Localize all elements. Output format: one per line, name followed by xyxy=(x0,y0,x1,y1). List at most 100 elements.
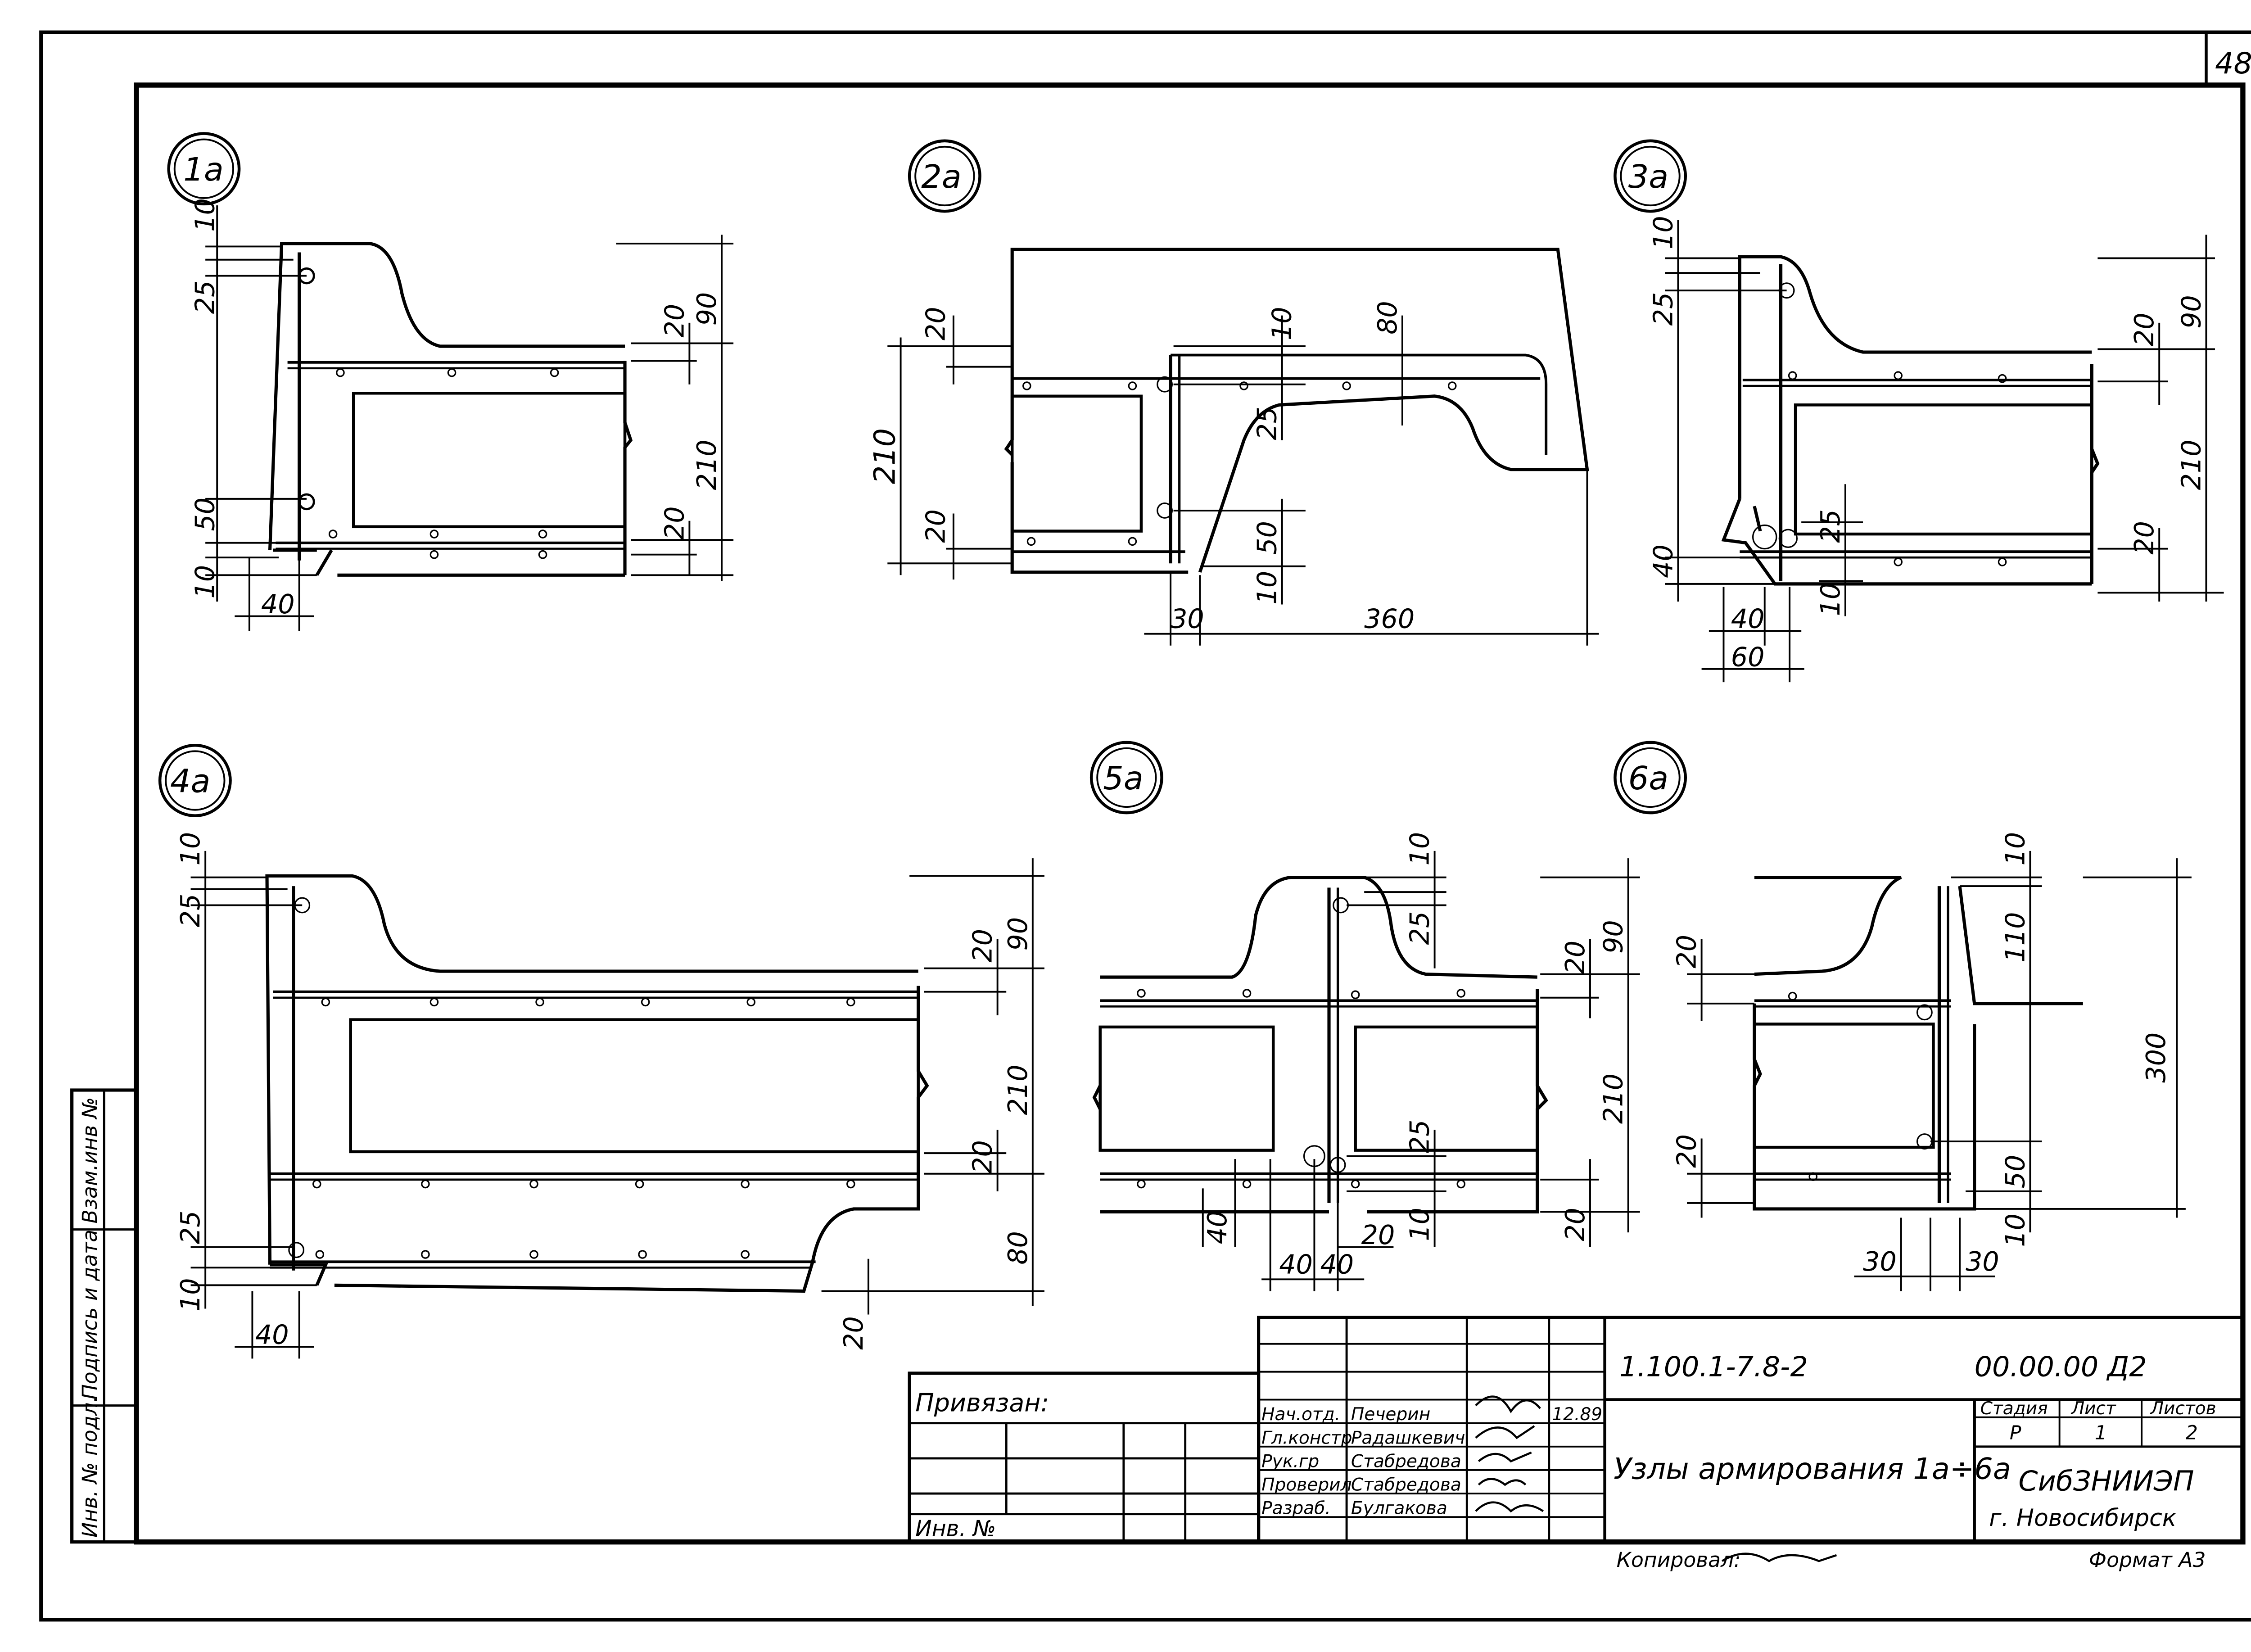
svg-text:360: 360 xyxy=(1364,604,1415,634)
org-name: СибЗНИИЭП xyxy=(2018,1465,2194,1498)
svg-text:25: 25 xyxy=(1648,292,1678,326)
detail-1a-label: 1а xyxy=(183,150,224,188)
detail-6a: 6а 10 110 50 10 300 20 20 30 30 xyxy=(1614,741,2192,1291)
side-stamp: Взам.инв № Подпись и дата Инв. № подл. xyxy=(70,1088,138,1544)
svg-text:60: 60 xyxy=(1731,642,1765,672)
detail-3a-label: 3а xyxy=(1628,158,1669,195)
detail-2a-marker xyxy=(908,139,981,213)
sheet-value: 1 xyxy=(2095,1422,2107,1444)
detail-1a-marker xyxy=(167,132,241,206)
org-city: г. Новосибирск xyxy=(1989,1505,2177,1532)
role-head-dept: Нач.отд. xyxy=(1261,1404,1340,1425)
svg-text:10: 10 xyxy=(1405,1208,1435,1241)
svg-text:10: 10 xyxy=(1815,583,1846,616)
detail-6a-marker xyxy=(1614,741,1687,815)
side-stamp-original-inv: Инв. № подл. xyxy=(78,1396,102,1538)
svg-text:40: 40 xyxy=(255,1320,289,1350)
svg-text:30: 30 xyxy=(1966,1246,1999,1277)
role-checked: Проверил xyxy=(1261,1475,1352,1495)
name-head-dept: Печерин xyxy=(1351,1404,1430,1425)
svg-text:10: 10 xyxy=(2000,832,2030,866)
svg-text:210: 210 xyxy=(1598,1073,1629,1124)
detail-3a-void xyxy=(1794,403,2093,536)
detail-1a-void xyxy=(352,392,627,529)
name-chief-designer: Радашкевич xyxy=(1351,1428,1465,1448)
outer-sheet-border xyxy=(39,30,2251,1622)
detail-3a-marker xyxy=(1614,139,1687,213)
sheet-header: Лист xyxy=(2070,1399,2116,1419)
svg-text:90: 90 xyxy=(692,292,722,326)
detail-2a-label: 2а xyxy=(921,158,962,195)
svg-text:210: 210 xyxy=(692,439,722,490)
svg-text:80: 80 xyxy=(1003,1231,1033,1265)
svg-text:20: 20 xyxy=(2129,312,2160,346)
detail-4a: 4а 10 25 25 10 40 20 90 xyxy=(158,744,1044,1359)
svg-text:10: 10 xyxy=(175,1278,206,1312)
detail-4a-void xyxy=(349,1018,920,1154)
svg-text:90: 90 xyxy=(1003,917,1033,951)
bound-label: Привязан: xyxy=(915,1389,1049,1418)
svg-text:90: 90 xyxy=(1598,920,1629,954)
svg-text:10: 10 xyxy=(175,832,206,866)
svg-text:80: 80 xyxy=(1372,301,1403,335)
svg-text:20: 20 xyxy=(1672,935,1702,969)
svg-text:40: 40 xyxy=(1648,544,1678,578)
side-stamp-replaced-inv: Взам.инв № xyxy=(78,1097,102,1224)
svg-text:40: 40 xyxy=(1320,1249,1354,1280)
detail-3a: 3а 10 25 40 25 10 40 60 20 90 xyxy=(1614,139,2224,683)
inv-label: Инв. № xyxy=(915,1516,996,1542)
svg-text:40: 40 xyxy=(1731,604,1765,634)
svg-text:20: 20 xyxy=(1672,1134,1702,1168)
detail-5a-void-left xyxy=(1098,1025,1275,1152)
svg-text:50: 50 xyxy=(190,498,221,531)
svg-text:50: 50 xyxy=(2000,1155,2030,1189)
detail-6a-label: 6а xyxy=(1628,759,1669,797)
format-label: Формат А3 xyxy=(2089,1548,2206,1572)
stage-value: Р xyxy=(2010,1422,2021,1444)
svg-text:25: 25 xyxy=(1405,911,1435,945)
detail-2a-void xyxy=(1010,394,1143,533)
role-developed: Разраб. xyxy=(1261,1498,1331,1519)
detail-2a-outline xyxy=(1004,248,1589,574)
svg-text:25: 25 xyxy=(190,281,221,314)
name-checked: Стабредова xyxy=(1351,1475,1461,1495)
svg-text:25: 25 xyxy=(1815,509,1846,543)
svg-text:210: 210 xyxy=(2176,439,2206,490)
side-stamp-signature-date: Подпись и дата xyxy=(78,1230,102,1400)
svg-text:10: 10 xyxy=(2000,1213,2030,1247)
svg-text:25: 25 xyxy=(175,894,206,928)
svg-text:10: 10 xyxy=(190,198,221,232)
stage-header: Стадия xyxy=(1980,1399,2048,1419)
title-block: Привязан: Инв. № 1.100.1-7.8-2 00.00.00 … xyxy=(908,1316,2245,1572)
detail-4a-marker xyxy=(158,744,232,817)
copied-signature xyxy=(1722,1552,1837,1562)
date: 12.89 xyxy=(1552,1404,1602,1425)
copied-label: Копировал: xyxy=(1617,1548,1741,1572)
svg-text:30: 30 xyxy=(1863,1246,1897,1277)
sheets-header: Листов xyxy=(2150,1399,2216,1419)
svg-text:40: 40 xyxy=(1279,1249,1313,1280)
svg-text:40: 40 xyxy=(1202,1211,1233,1245)
svg-text:20: 20 xyxy=(967,1140,998,1174)
svg-text:300: 300 xyxy=(2141,1032,2171,1083)
svg-text:10: 10 xyxy=(190,565,221,599)
detail-6a-outline xyxy=(1753,875,2083,1211)
detail-5a-outline xyxy=(1092,875,1548,1214)
detail-4a-outline xyxy=(265,874,929,1293)
name-developed: Булгакова xyxy=(1351,1498,1447,1519)
inner-drawing-frame xyxy=(134,82,2246,1545)
svg-text:20: 20 xyxy=(838,1316,869,1350)
svg-text:20: 20 xyxy=(1560,941,1591,974)
name-group-lead: Стабредова xyxy=(1351,1451,1461,1471)
detail-6a-void xyxy=(1753,1023,1935,1149)
detail-4a-label: 4а xyxy=(170,762,211,800)
svg-text:90: 90 xyxy=(2176,295,2206,329)
svg-text:20: 20 xyxy=(920,307,951,340)
svg-text:10: 10 xyxy=(1266,307,1297,340)
svg-text:30: 30 xyxy=(1171,604,1204,634)
detail-5a-label: 5а xyxy=(1103,759,1144,797)
detail-5a-marker xyxy=(1089,741,1163,815)
svg-text:20: 20 xyxy=(659,506,690,540)
role-group-lead: Рук.гр xyxy=(1261,1451,1319,1471)
